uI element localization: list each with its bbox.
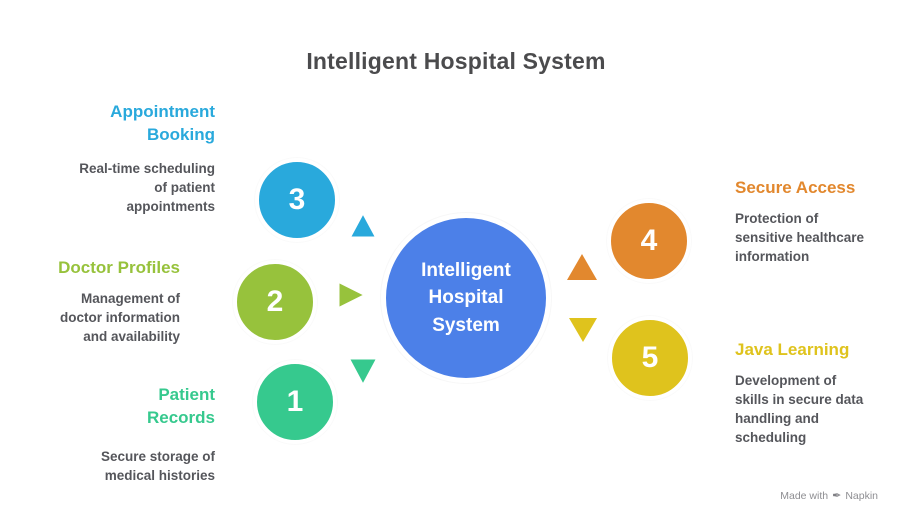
desc-java-learning: Development of skills in secure data han… (735, 373, 864, 446)
node-number-1: 1 (286, 385, 304, 418)
node-circle-patient-records: 1 (253, 360, 337, 444)
desc-doctor-profiles: Management of doctor information and ava… (60, 291, 180, 345)
label-java-learning: Java Learning (735, 340, 850, 359)
napkin-credit[interactable]: Made with ✒ Napkin (780, 489, 878, 503)
node-number-5: 5 (641, 341, 659, 374)
arrow-up-orange-icon (567, 254, 597, 280)
node-circle-appointment-booking: 3 (255, 158, 339, 242)
node-circle-java-learning: 5 (608, 316, 692, 400)
arrow-right-green-icon (336, 279, 368, 311)
center-hub-circle: Intelligent Hospital System (381, 213, 551, 383)
node-number-2: 2 (266, 285, 284, 318)
node-number-3: 3 (288, 183, 306, 216)
node-circle-secure-access: 4 (607, 199, 691, 283)
desc-patient-records: Secure storage of medical histories (100, 449, 215, 484)
arrow-down-emerald-icon (346, 356, 380, 388)
arrow-down-yellow-icon (569, 318, 597, 342)
page-title: Intelligent Hospital System (306, 48, 606, 74)
arrow-up-blue-icon (347, 210, 379, 240)
label-patient-records: Patient Records (146, 385, 215, 428)
credit-brand: Napkin (845, 489, 878, 502)
node-circle-doctor-profiles: 2 (233, 260, 317, 344)
credit-prefix: Made with (780, 489, 829, 502)
label-appointment-booking: Appointment Booking (110, 102, 215, 145)
desc-secure-access: Protection of sensitive healthcare infor… (735, 211, 865, 265)
label-secure-access: Secure Access (735, 178, 856, 197)
label-doctor-profiles: Doctor Profiles (58, 258, 180, 277)
napkin-pen-icon: ✒ (832, 490, 842, 502)
desc-appointment-booking: Real-time scheduling of patient appointm… (79, 161, 215, 215)
node-number-4: 4 (640, 224, 658, 257)
